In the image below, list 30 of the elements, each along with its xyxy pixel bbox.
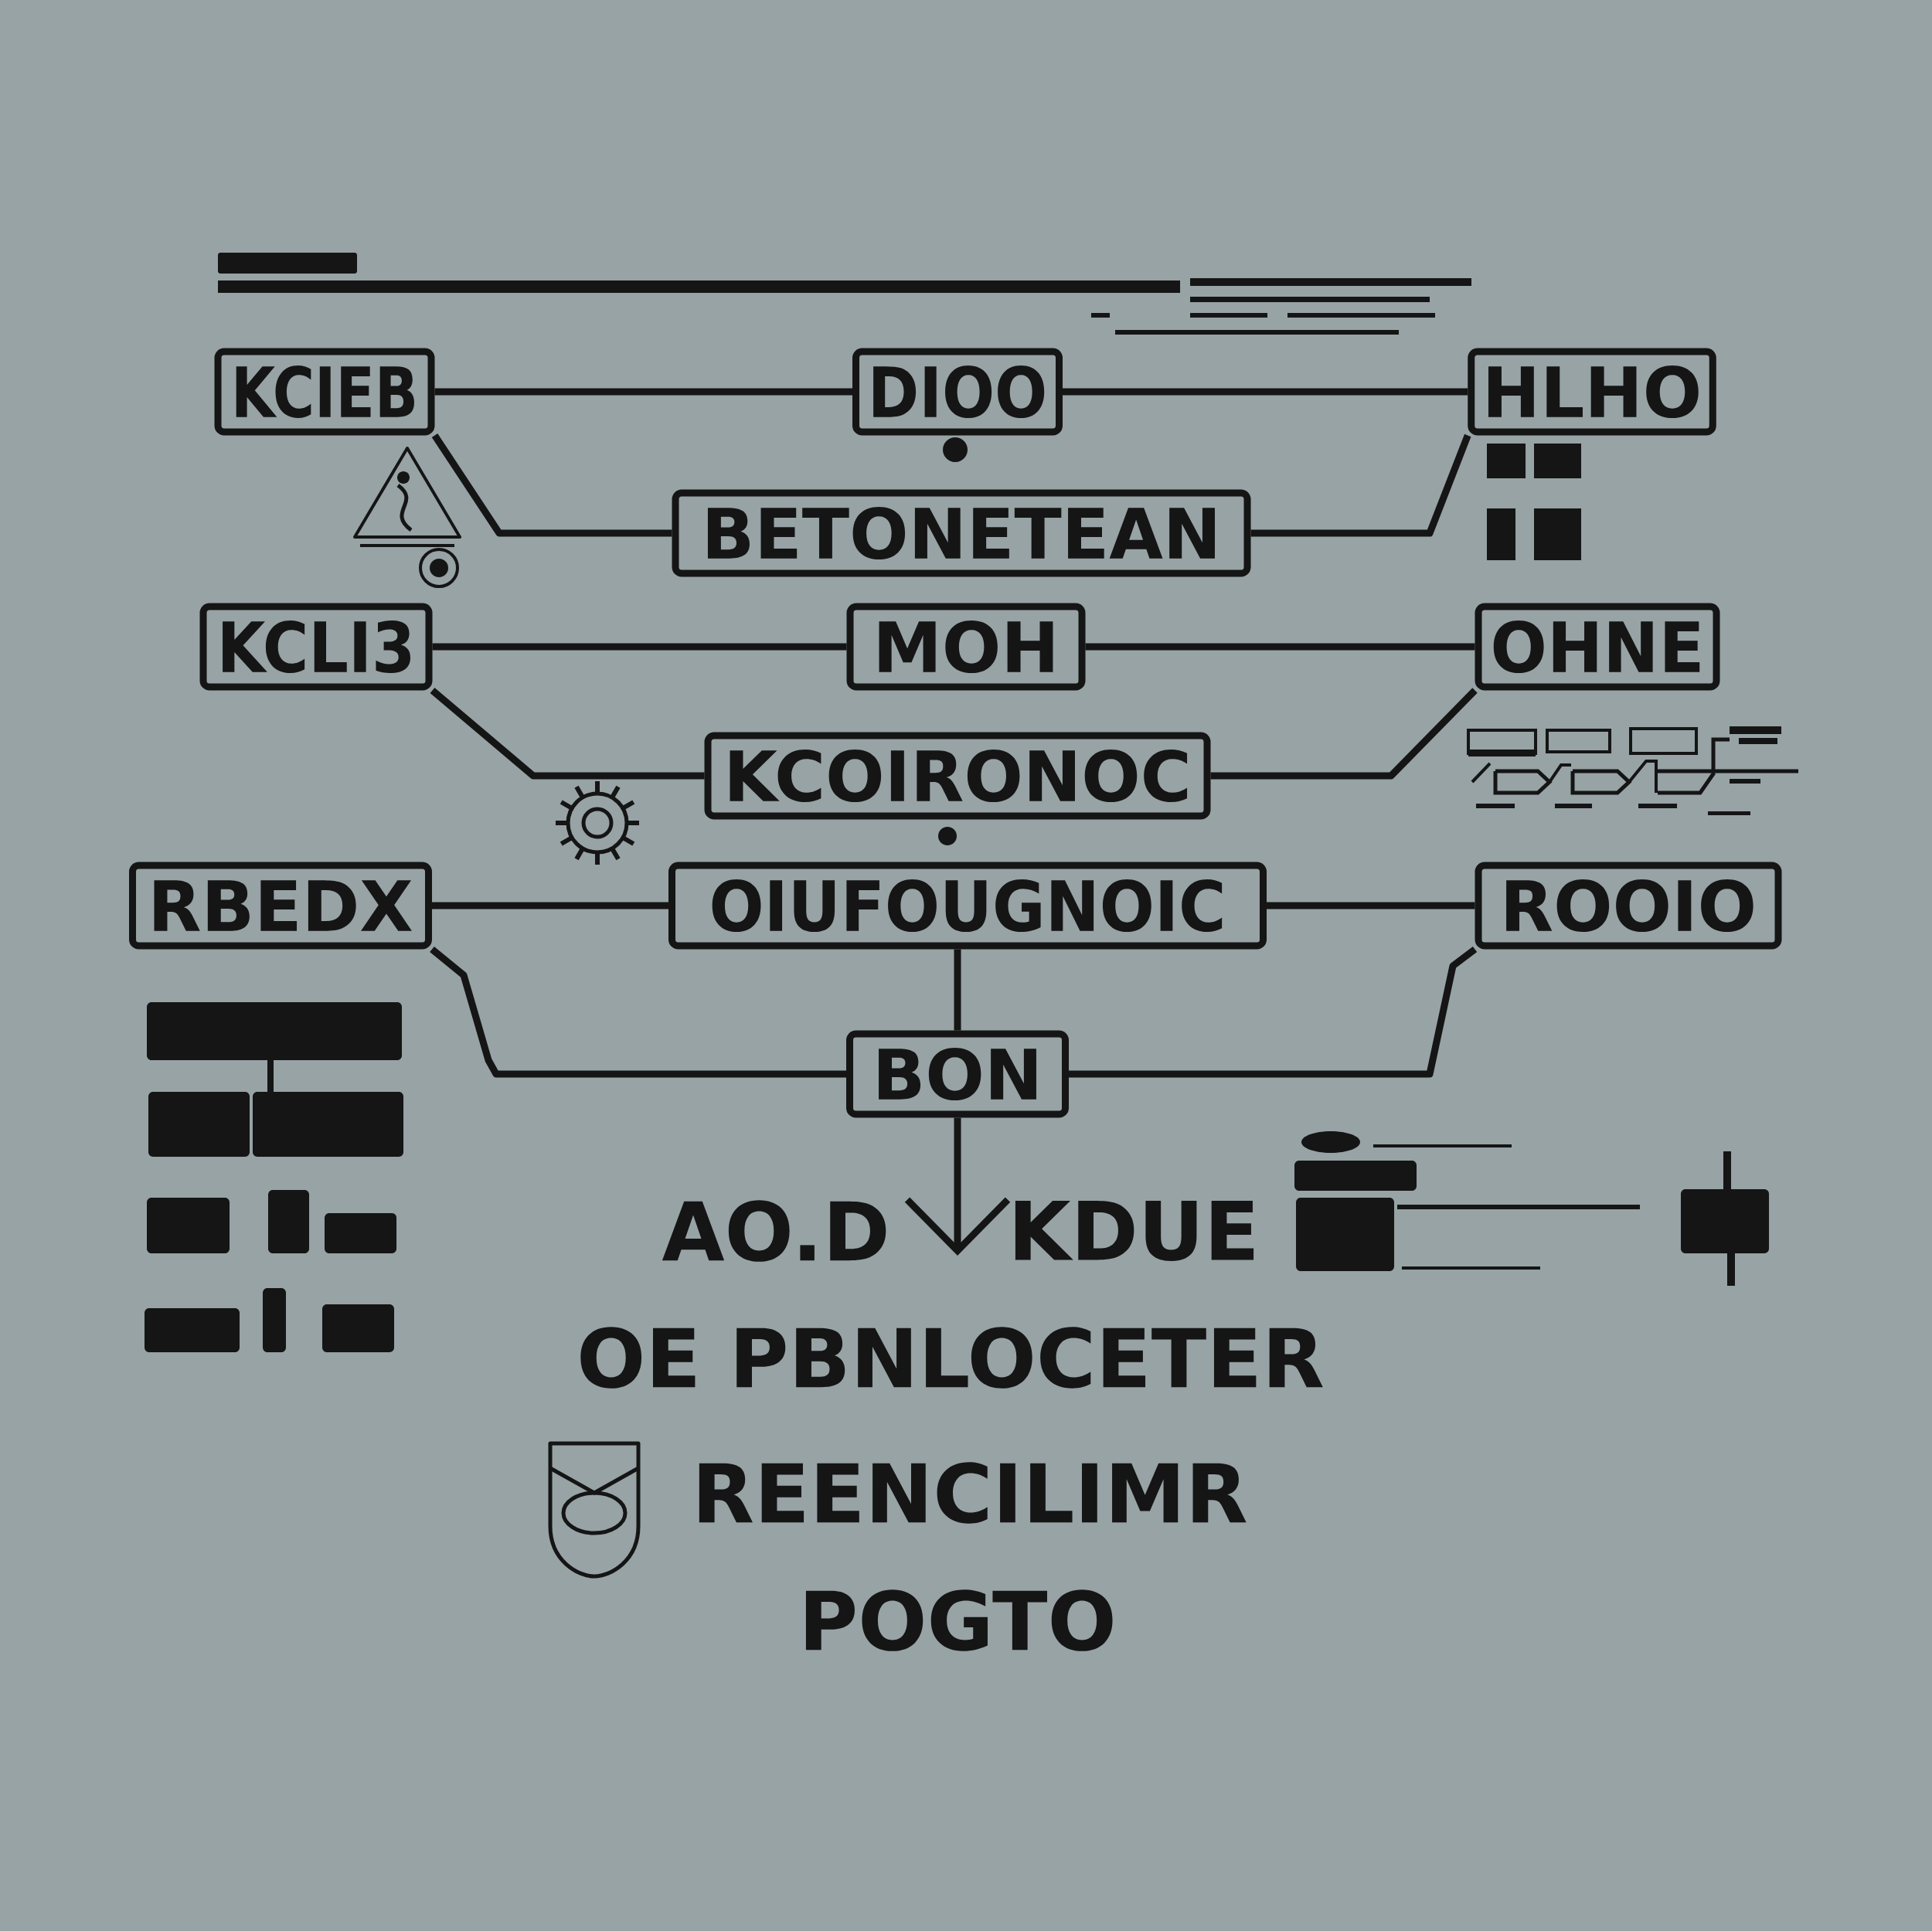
connector-line (430, 688, 705, 780)
node-box: BON (846, 1030, 1069, 1118)
node-box: OIUFOUGNOIC (668, 862, 1267, 950)
text-label: OE PBNLOCETER (580, 1327, 1323, 1389)
connector-line (1063, 388, 1468, 396)
text-label: AO.D (662, 1200, 886, 1262)
text-label: REENCILIMR (699, 1462, 1247, 1524)
node-box: DIOO (852, 348, 1063, 436)
node-box: ROOIO (1475, 862, 1782, 950)
connector-line (1069, 946, 1478, 1078)
node-box: OHNE (1475, 603, 1720, 691)
connector-line (1250, 433, 1471, 537)
connector-line (430, 947, 846, 1078)
node-box: BETONETEAN (672, 489, 1251, 577)
connector-line (432, 643, 847, 651)
connector-line (1210, 688, 1478, 780)
text-label: POGTO (805, 1589, 1113, 1651)
connector-line (432, 902, 668, 909)
text-label: KDUE (1015, 1201, 1254, 1262)
node-box: KCOIRONOC (704, 732, 1211, 820)
connector-line (434, 388, 852, 396)
connector-line (431, 433, 672, 537)
node-box: KCLI3 (199, 603, 433, 691)
connector-line (1267, 902, 1475, 909)
node-box: KCIEB (214, 348, 435, 436)
connector-line (954, 949, 961, 1031)
connector-line (1085, 643, 1475, 651)
node-box: HLHO (1468, 348, 1716, 436)
node-box: RBEDX (129, 862, 432, 950)
node-box: MOH (846, 603, 1086, 691)
